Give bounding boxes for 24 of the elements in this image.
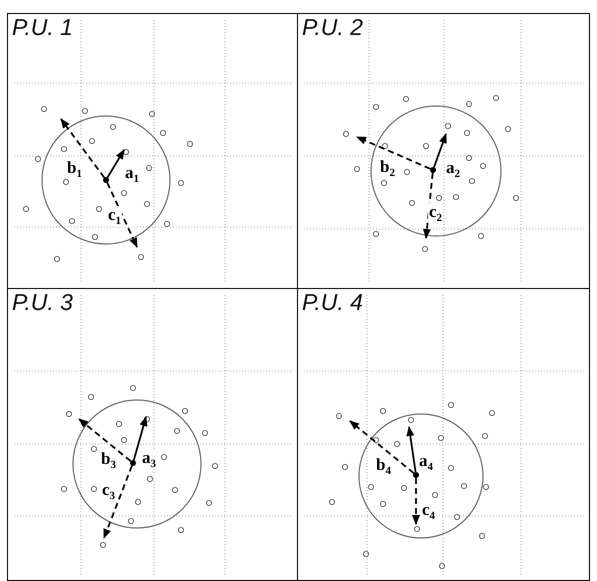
panel-frame	[7, 13, 298, 289]
edge-label: a$_{3}$	[141, 449, 157, 467]
arrow	[412, 478, 420, 525]
arrow	[60, 118, 105, 178]
edge-label: b$_{3}$	[100, 450, 117, 468]
panel-frame	[297, 13, 590, 289]
arrow	[132, 416, 148, 460]
arrow	[106, 149, 125, 178]
arrow	[422, 172, 434, 239]
arrow	[406, 426, 416, 472]
edge-label: b$_{1}$	[66, 159, 83, 177]
edge-label: b$_{2}$	[379, 158, 396, 176]
arrow	[78, 418, 132, 462]
panel-frame	[297, 288, 590, 581]
arrow	[106, 182, 138, 248]
edge-label: c$_{1}$	[107, 206, 122, 224]
arrow	[103, 465, 133, 539]
arrow	[356, 136, 431, 170]
panel-frame	[7, 288, 298, 581]
edge-label: b$_{4}$	[375, 456, 392, 474]
edge-label: c$_{2}$	[428, 203, 444, 221]
arrow	[433, 133, 447, 168]
center-dot	[102, 176, 108, 182]
arrow	[349, 420, 414, 474]
